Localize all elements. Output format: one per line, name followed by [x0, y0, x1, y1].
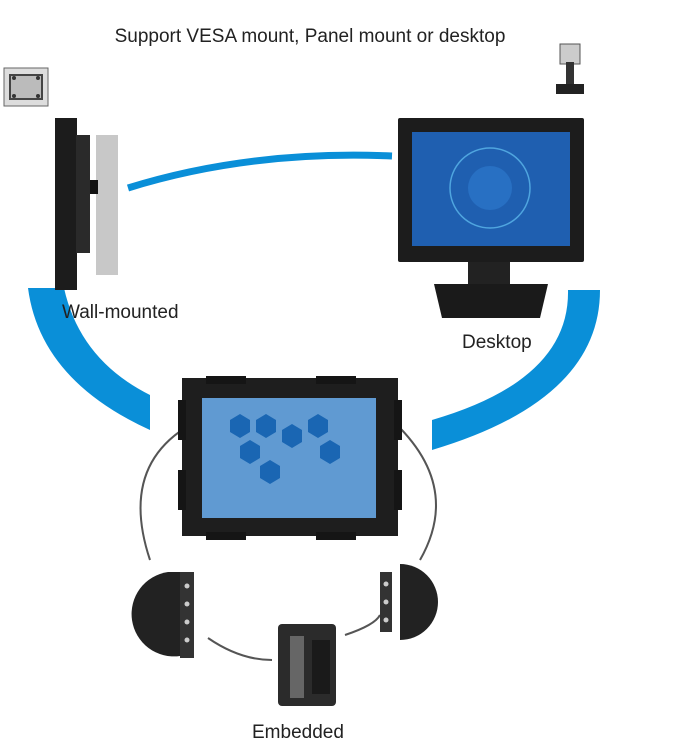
- arc-top: [126, 151, 393, 192]
- line-bottom-left: [207, 637, 273, 661]
- stand-icon: [556, 43, 584, 94]
- vesa-bracket-icon: [3, 67, 49, 107]
- page-title: Support VESA mount, Panel mount or deskt…: [114, 26, 506, 47]
- wall-monitor: [55, 118, 118, 290]
- embedded-detail-right: [380, 564, 438, 640]
- arc-right: [432, 290, 600, 450]
- line-left: [139, 427, 186, 561]
- desktop-monitor: [398, 118, 584, 318]
- embedded-monitor: [178, 376, 402, 540]
- line-right: [399, 427, 437, 561]
- desktop-label: Desktop: [462, 332, 532, 353]
- embedded-label: Embedded: [252, 722, 344, 743]
- arc-left: [28, 288, 150, 430]
- embedded-detail-left: [131, 572, 194, 658]
- wall-mounted-label: Wall-mounted: [62, 302, 179, 323]
- embedded-detail-bottom: [278, 624, 336, 706]
- line-bottom-right: [344, 614, 381, 636]
